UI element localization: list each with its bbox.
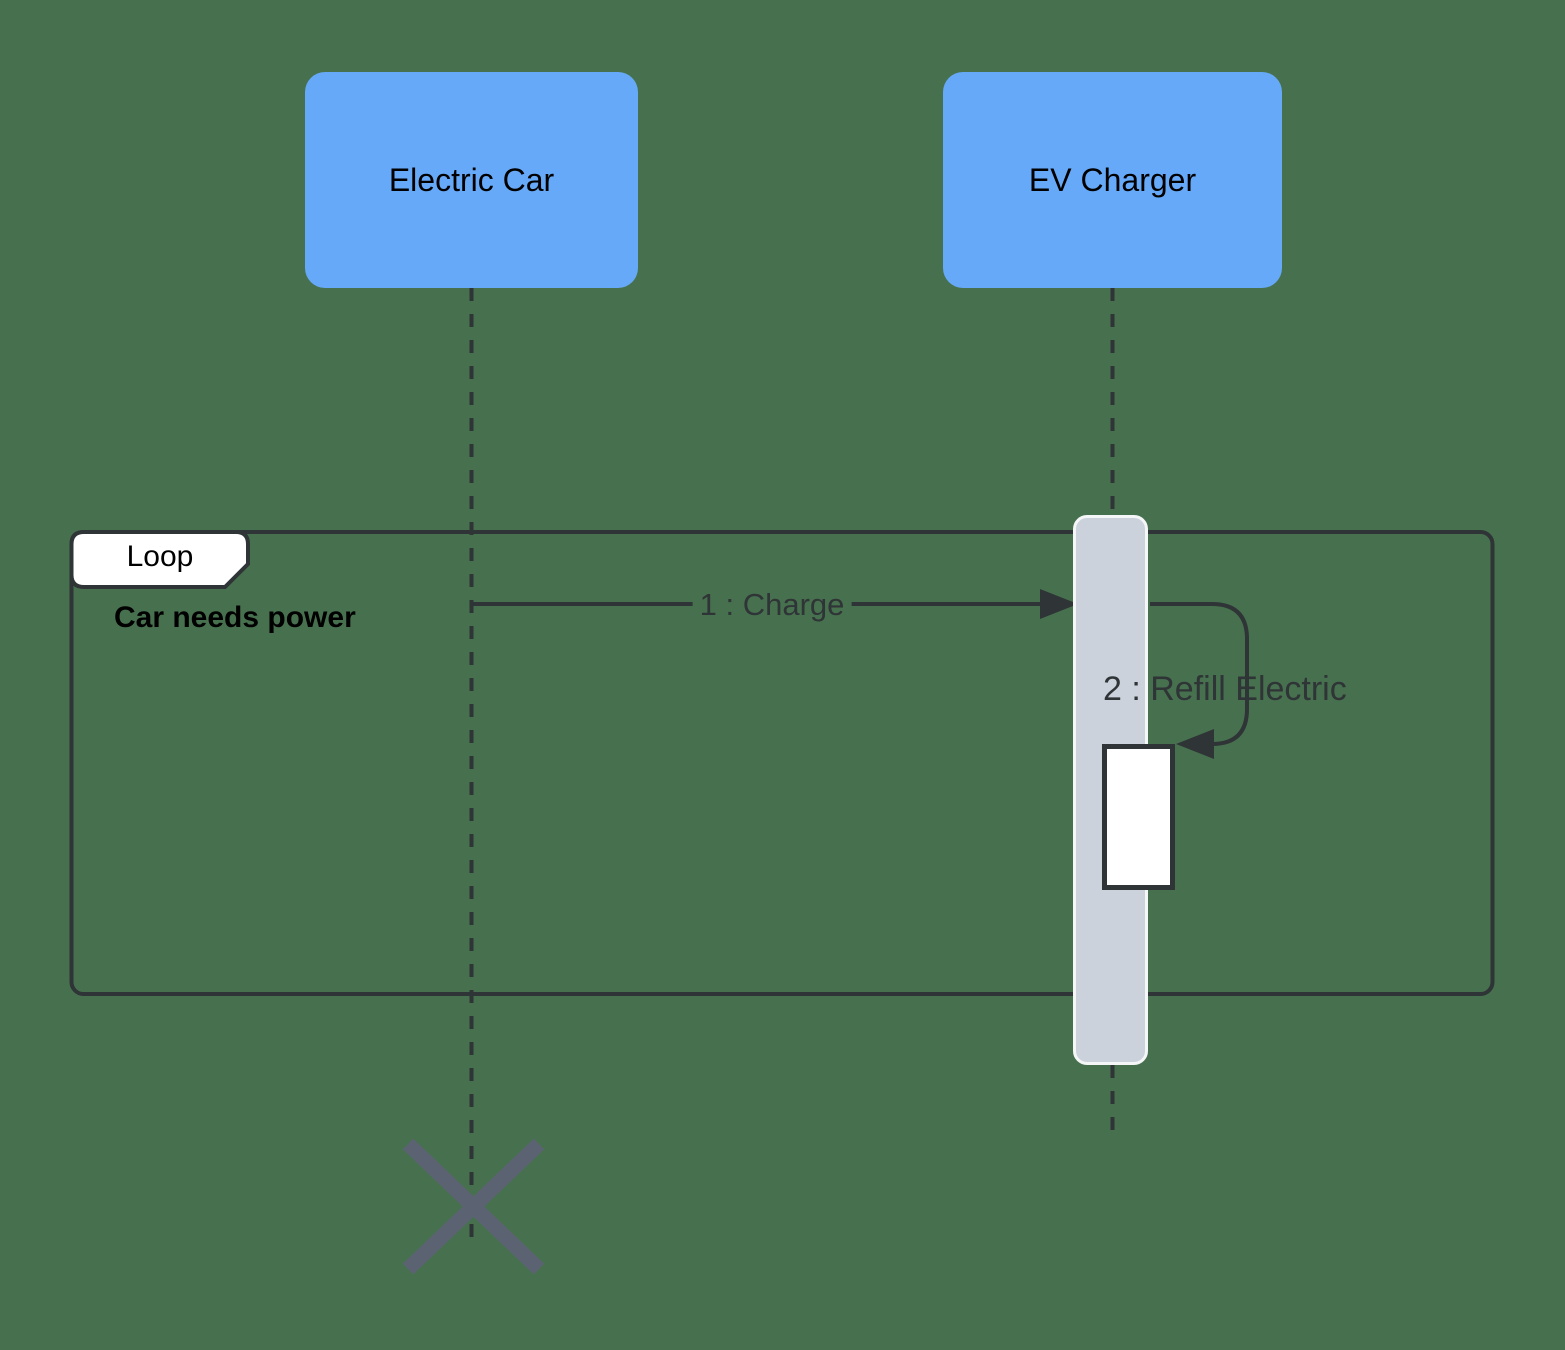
message-charge-arrowhead bbox=[1040, 589, 1078, 619]
nested-activation-bar bbox=[1102, 744, 1175, 890]
actor-ev-charger-label: EV Charger bbox=[1028, 161, 1197, 198]
loop-operator-tab bbox=[69, 530, 250, 589]
destroy-x-icon bbox=[402, 1138, 545, 1275]
message-refill-line bbox=[1150, 602, 1249, 746]
message-charge-label: 1 : Charge bbox=[692, 587, 852, 623]
loop-fragment-frame bbox=[69, 530, 1495, 996]
loop-operator-label: Loop bbox=[126, 540, 194, 573]
loop-guard-label: Car needs power bbox=[114, 601, 356, 634]
actor-electric-car-label: Electric Car bbox=[388, 161, 555, 198]
message-refill-arrowhead bbox=[1176, 729, 1214, 759]
actor-ev-charger: EV Charger bbox=[943, 72, 1282, 288]
message-refill-label: 2 : Refill Electric bbox=[1103, 670, 1347, 708]
actor-electric-car: Electric Car bbox=[305, 72, 638, 288]
